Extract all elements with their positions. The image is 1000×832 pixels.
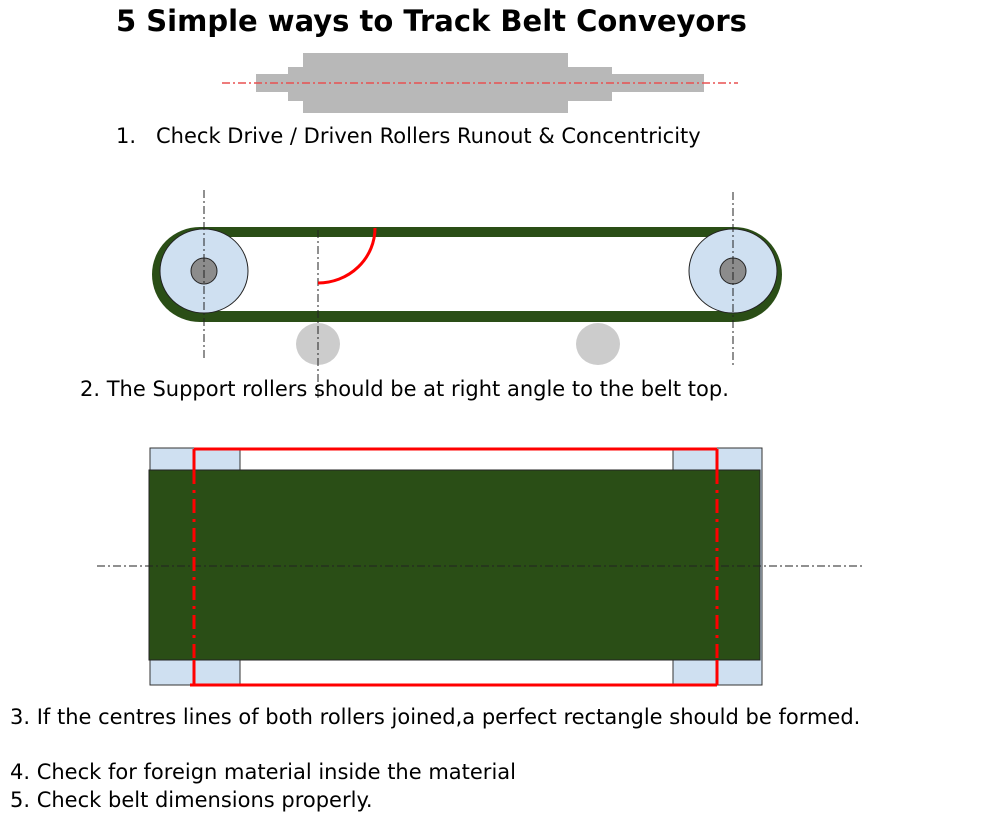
belt-top [148, 469, 761, 661]
right-angle-arc [317, 227, 377, 285]
stepped-shaft [222, 53, 738, 113]
step-1-number: 1. [116, 124, 137, 148]
step-3: 3. If the centres lines of both rollers … [10, 705, 861, 729]
conveyor-side-view [152, 190, 782, 398]
step-4: 4. Check for foreign material inside the… [10, 760, 516, 784]
step-5: 5. Check belt dimensions properly. [10, 788, 373, 812]
page-title: 5 Simple ways to Track Belt Conveyors [116, 4, 747, 38]
support-roller [576, 323, 620, 365]
step-1-text: Check Drive / Driven Rollers Runout & Co… [156, 124, 701, 148]
conveyor-top-view [97, 447, 862, 687]
step-2: 2. The Support rollers should be at righ… [80, 377, 729, 401]
step-1: 1. Check Drive / Driven Rollers Runout & … [116, 124, 701, 148]
